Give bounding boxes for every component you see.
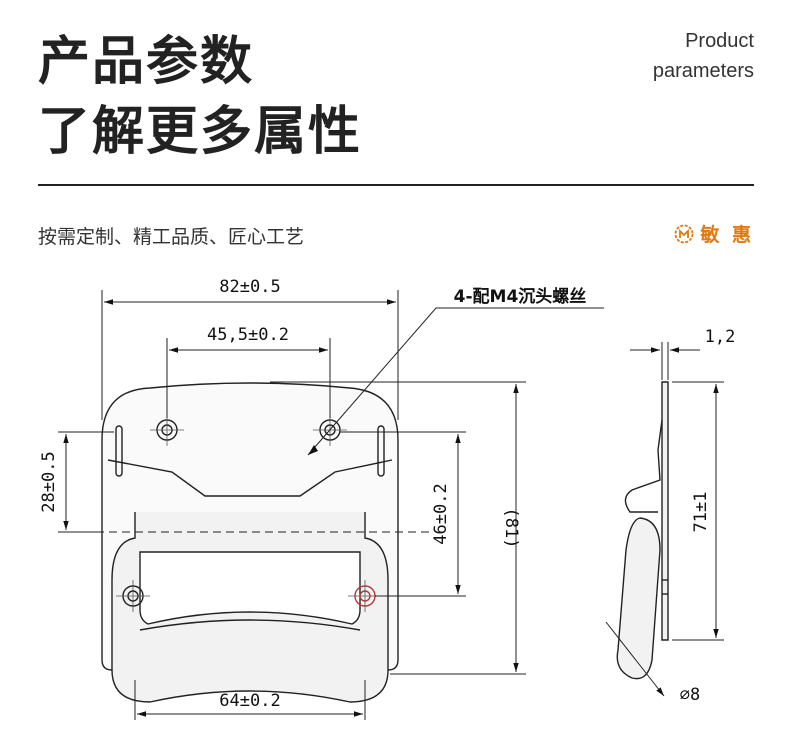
dim-side-height: 71±1 [691,492,711,533]
plate-bend-line [107,459,393,497]
page-title-line1: 产品参数 [38,32,255,92]
technical-drawing: 82±0.5 45,5±0.2 4-配M4沉头螺丝 28±0.5 46±0.2 … [39,277,736,720]
side-handle [616,517,661,680]
screw-leader [307,307,604,456]
side-view [616,381,669,680]
side-bend [624,419,663,513]
dim-line-diameter [605,621,665,697]
dim-hole-spacing-top: 45,5±0.2 [207,325,289,345]
handle-grip [139,619,361,631]
english-title-line1: Product [685,30,754,52]
front-view [70,382,430,703]
brand-logo: 敏 惠 [674,220,754,247]
tagline: 按需定制、精工品质、匠心工艺 [38,226,305,248]
slot-left [115,425,123,477]
dim-thickness: 1,2 [705,327,736,347]
handle-inner [139,551,361,625]
dim-left-height: 28±0.5 [39,451,59,512]
dim-overall-width: 82±0.5 [219,277,280,297]
slot-right [377,425,385,477]
dim-hole-spacing-vertical: 46±0.2 [431,483,451,544]
divider [38,184,754,186]
brand-name: 敏 惠 [700,224,754,246]
dim-handle-width: 64±0.2 [219,691,280,711]
page-title-line2: 了解更多属性 [38,102,363,162]
dim-wire-diameter: ⌀8 [680,685,700,705]
screw-note: 4-配M4沉头螺丝 [454,286,587,307]
english-title-line2: parameters [652,60,754,82]
side-plate [661,381,669,641]
dim-overall-height: (81) [501,508,521,549]
brand-mark-icon [674,224,694,243]
